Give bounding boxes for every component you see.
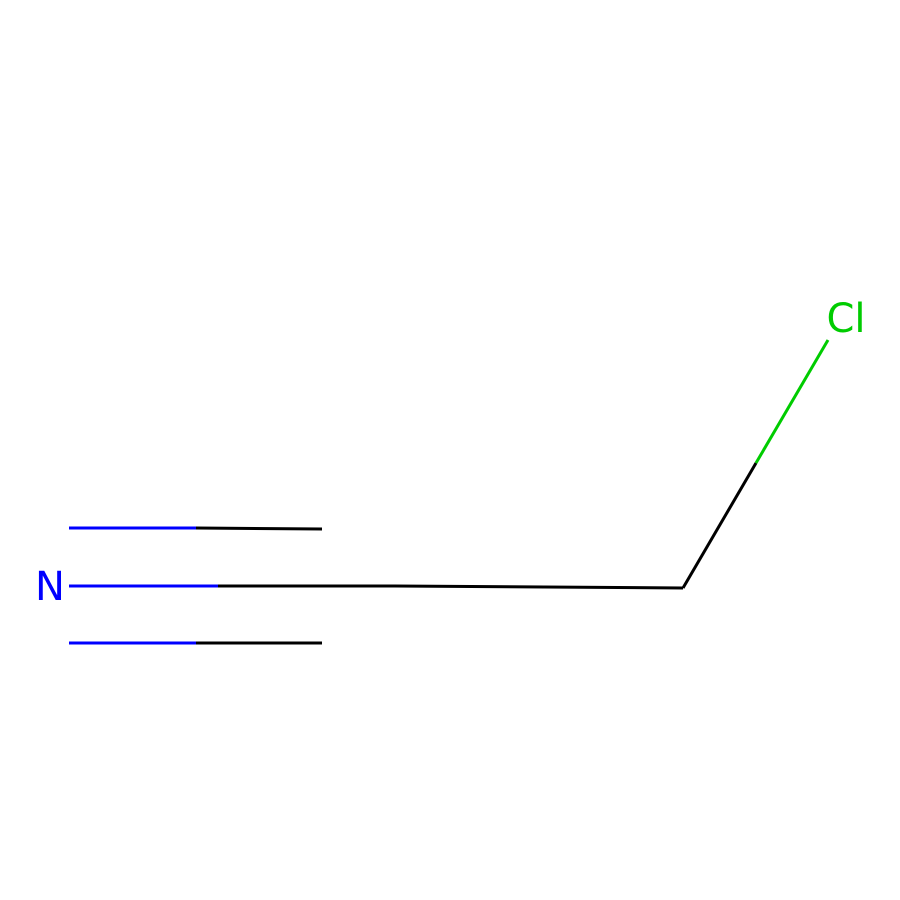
single-bond-c-cl (681, 339, 830, 589)
triple-bond-upper-line-carbon-half (195, 526, 323, 531)
nitrogen-atom-label: N (35, 564, 65, 610)
c-cl-bond-chlorine-half (754, 339, 830, 464)
triple-bond-n-c (69, 526, 395, 645)
chlorine-atom-label: Cl (826, 296, 865, 342)
single-bond-c-c (394, 584, 684, 590)
c-cl-bond-carbon-half (681, 462, 758, 589)
